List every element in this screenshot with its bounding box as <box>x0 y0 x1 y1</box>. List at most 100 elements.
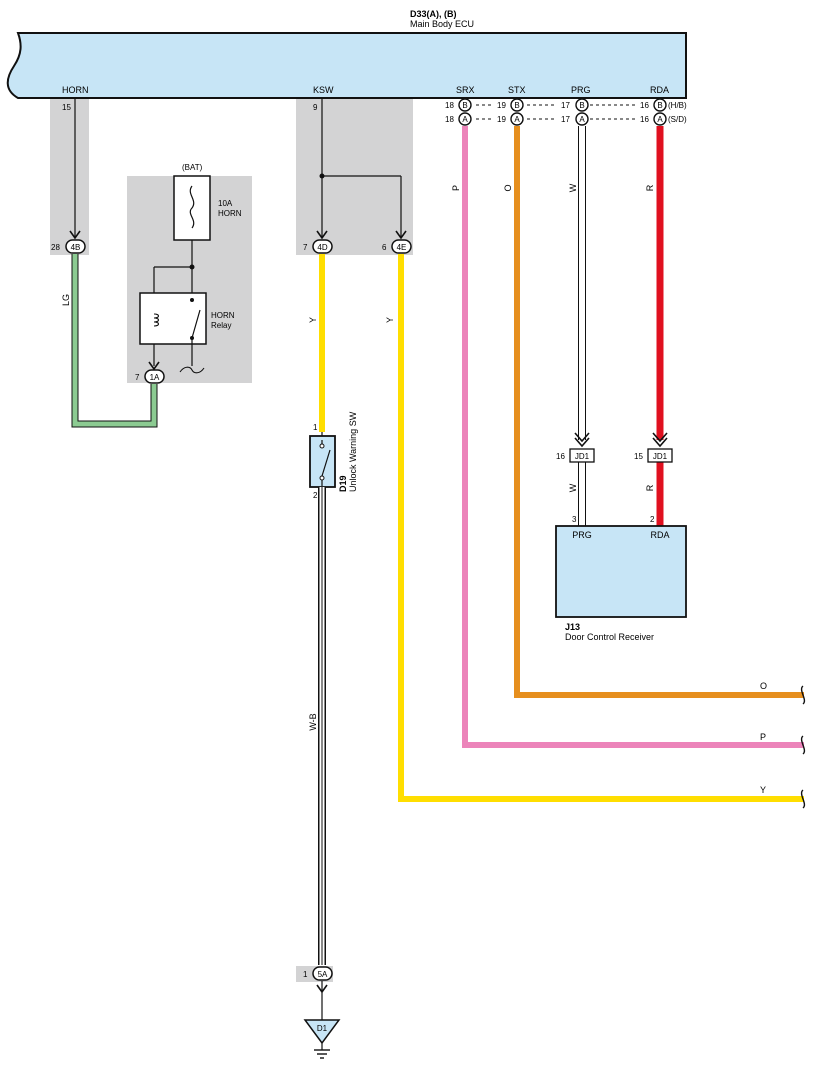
srx-pin-b: 18 <box>445 101 454 110</box>
j5a-pin: 1 <box>303 970 308 979</box>
junction-4e: 4E <box>391 239 412 254</box>
rda-pin-a: 16 <box>640 115 649 124</box>
ground-arrow <box>316 984 328 994</box>
ecu-connector-rows: 18 18 19 19 17 17 16 16 (H/B) (S/D) B B … <box>445 98 687 126</box>
srx-conn-b: B <box>462 101 467 110</box>
p-wire-label-2: P <box>760 732 766 742</box>
svg-text:JD1: JD1 <box>575 452 590 461</box>
horn-arrow <box>69 230 81 240</box>
receiver-rda-pin: 2 <box>650 515 655 524</box>
rda-pin-b: 16 <box>640 101 649 110</box>
junction-4b: 4B <box>65 239 86 254</box>
receiver-name: Door Control Receiver <box>565 632 654 642</box>
jd1-connector-rda: JD1 <box>647 448 673 463</box>
stx-terminal-label: STX <box>508 85 526 95</box>
receiver-code: J13 <box>565 622 580 632</box>
relay-switch-icon <box>191 309 201 339</box>
svg-text:4B: 4B <box>71 243 81 252</box>
ground-label: D1 <box>317 1024 328 1033</box>
rda-terminal-label: RDA <box>650 85 669 95</box>
jd1-prg-pin: 16 <box>556 452 565 461</box>
j4d-pin: 7 <box>303 243 308 252</box>
wb-wire-label: W-B <box>308 713 318 730</box>
horn-terminal-label: HORN <box>62 85 89 95</box>
y-wire-break-icon <box>800 789 806 809</box>
prg-conn-a: A <box>579 115 585 124</box>
main-body-ecu <box>6 32 687 99</box>
o-wire-label-2: O <box>760 681 767 691</box>
lg-wire-fill <box>72 254 157 427</box>
receiver-prg-label: PRG <box>572 530 592 540</box>
svg-text:4D: 4D <box>317 243 327 252</box>
ecu-code: D33(A), (B) <box>410 9 457 19</box>
receiver-rda-label: RDA <box>650 530 669 540</box>
p-wire-break-icon <box>800 735 806 755</box>
lg-wire-label: LG <box>61 294 71 306</box>
relay-arrow <box>148 361 160 371</box>
ksw-pin-number: 9 <box>313 103 318 112</box>
switch-contact-icon <box>321 449 331 477</box>
relay-suffix: Relay <box>211 321 231 330</box>
srx-terminal-label: SRX <box>456 85 475 95</box>
prg-conn-b: B <box>579 101 584 110</box>
jd1-connector-prg: JD1 <box>569 448 595 463</box>
rda-arrow <box>652 432 668 448</box>
rda-conn-b: B <box>657 101 662 110</box>
horn-shade-zone <box>50 98 89 255</box>
fuse-name: HORN <box>218 209 242 218</box>
jd1-rda-pin: 15 <box>634 452 643 461</box>
ground-triangle <box>303 1019 341 1045</box>
ksw-terminal-label: KSW <box>313 85 334 95</box>
ksw-arrow-4e <box>395 230 407 240</box>
rda-variant-b: (H/B) <box>668 101 687 110</box>
svg-text:JD1: JD1 <box>653 452 668 461</box>
j1a-pin: 7 <box>135 373 140 382</box>
svg-text:1A: 1A <box>150 373 160 382</box>
srx-pin-a: 18 <box>445 115 454 124</box>
switch-code: D19 <box>338 475 348 492</box>
ecu-name: Main Body ECU <box>410 19 474 29</box>
r-wire-label-2: R <box>645 484 655 491</box>
prg-arrow <box>574 432 590 448</box>
bat-label: (BAT) <box>182 163 203 172</box>
relay-coil-icon <box>153 313 160 327</box>
prg-terminal-label: PRG <box>571 85 591 95</box>
j4e-pin: 6 <box>382 243 387 252</box>
junction-4d: 4D <box>312 239 333 254</box>
relay-name: HORN <box>211 311 235 320</box>
junction-5a: 5A <box>312 966 333 981</box>
rda-conn-a: A <box>657 115 663 124</box>
stx-conn-a: A <box>514 115 520 124</box>
w-wire-label-2: W <box>568 483 578 492</box>
switch-pin-bottom: 2 <box>313 491 318 500</box>
svg-text:5A: 5A <box>318 970 328 979</box>
w-wire-label-1: W <box>568 183 578 192</box>
svg-text:4E: 4E <box>397 243 407 252</box>
receiver-prg-pin: 3 <box>572 515 577 524</box>
horn-relay <box>139 292 207 345</box>
rda-variant-a: (S/D) <box>668 115 687 124</box>
stx-pin-b: 19 <box>497 101 506 110</box>
p-wire-label-1: P <box>451 185 461 191</box>
switch-name: Unlock Warning SW <box>348 411 358 492</box>
prg-pin-a: 17 <box>561 115 570 124</box>
fuse-rating: 10A <box>218 199 233 208</box>
y-wire-label-2: Y <box>385 317 395 323</box>
door-control-receiver <box>555 525 687 618</box>
stx-pin-a: 19 <box>497 115 506 124</box>
o-wire <box>514 126 804 698</box>
horn-output-icon <box>179 366 205 374</box>
prg-pin-b: 17 <box>561 101 570 110</box>
srx-conn-a: A <box>462 115 468 124</box>
fuse-icon <box>189 185 195 229</box>
y-wire-label-3: Y <box>760 785 766 795</box>
o-wire-break-icon <box>800 685 806 705</box>
y-wire-main <box>398 254 804 802</box>
junction-1a: 1A <box>144 369 165 384</box>
y-wire-label-1: Y <box>308 317 318 323</box>
j4b-pin: 28 <box>51 243 60 252</box>
p-wire <box>462 126 804 748</box>
switch-pin-top: 1 <box>313 423 318 432</box>
o-wire-label-1: O <box>503 184 513 191</box>
